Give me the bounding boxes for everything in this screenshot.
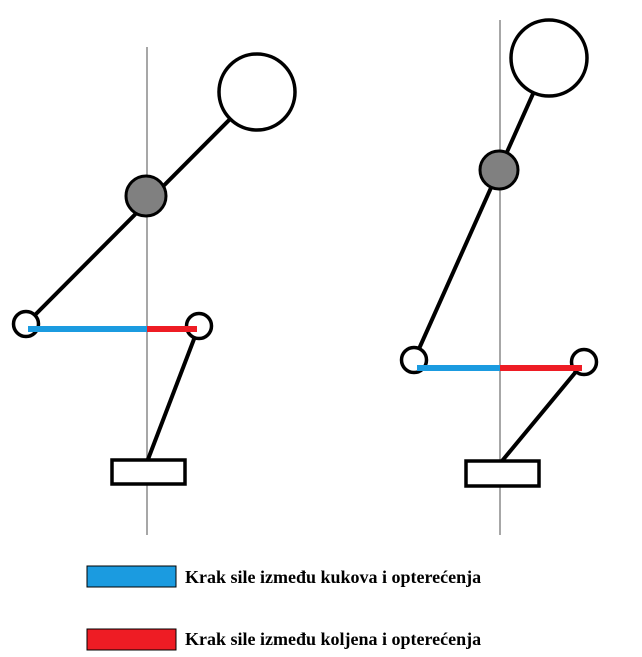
legend: Krak sile između kukova i opterećenja Kr… bbox=[86, 565, 481, 651]
foot-rectangle bbox=[464, 459, 541, 488]
shin-segment bbox=[145, 325, 201, 463]
torso-segment bbox=[412, 57, 551, 361]
legend-label-knee: Krak sile između koljena i opterećenja bbox=[185, 629, 481, 649]
legend-swatch-knee bbox=[86, 628, 177, 651]
foot-rectangle bbox=[110, 458, 187, 486]
left-figure bbox=[11, 47, 297, 535]
legend-swatch-hip bbox=[86, 565, 177, 588]
shin-segment bbox=[500, 360, 586, 463]
shoulder-joint bbox=[478, 149, 520, 191]
hip-joint bbox=[11, 309, 41, 339]
legend-label-hip: Krak sile između kukova i opterećenja bbox=[185, 567, 481, 587]
head-circle bbox=[217, 52, 297, 132]
right-figure bbox=[399, 18, 599, 535]
shoulder-joint bbox=[124, 174, 168, 218]
head-circle bbox=[509, 18, 589, 98]
